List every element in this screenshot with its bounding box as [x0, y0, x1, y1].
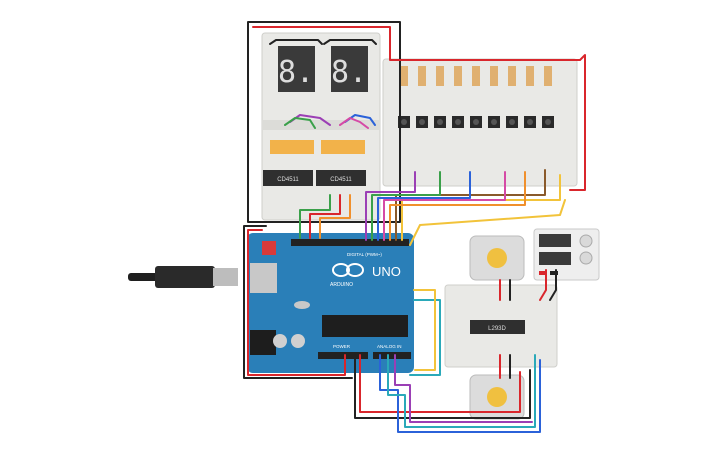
power-label: POWER — [333, 344, 351, 349]
resistor — [544, 66, 552, 86]
chip-l293d[interactable]: L293D — [470, 320, 525, 334]
button-cap — [509, 119, 515, 125]
resistor — [526, 66, 534, 86]
arduino-uno[interactable]: UNO ARDUINO DIGITAL (PWM~) POWER ANALOG … — [128, 233, 414, 373]
seven-segment-display-1[interactable]: 8. — [278, 46, 315, 92]
pull-down-resistors — [400, 66, 552, 86]
chip-2-label: CD4511 — [330, 177, 352, 183]
button-cap — [545, 119, 551, 125]
chip-3-label: L293D — [488, 326, 506, 332]
button-cap — [455, 119, 461, 125]
power-supply[interactable] — [533, 228, 600, 281]
chip-cd4511-2[interactable]: CD4511 — [316, 170, 366, 186]
resistor-array-left[interactable] — [270, 140, 314, 154]
button-cap — [419, 119, 425, 125]
chip-cd4511-1[interactable]: CD4511 — [263, 170, 313, 186]
usb-cable — [128, 266, 238, 288]
resistor — [490, 66, 498, 86]
chip-1-label: CD4511 — [277, 177, 299, 183]
arduino-logo-icon — [332, 263, 364, 277]
button-cap — [401, 119, 407, 125]
analog-label: ANALOG IN — [377, 344, 402, 349]
display-1-digit: 8. — [278, 55, 314, 90]
resistor — [454, 66, 462, 86]
push-buttons[interactable] — [398, 116, 554, 128]
wires — [243, 21, 586, 433]
resistor-array-right[interactable] — [321, 140, 365, 154]
resistor — [400, 66, 408, 86]
seven-segment-display-2[interactable]: 8. — [331, 46, 368, 92]
resistor — [508, 66, 516, 86]
dc-motor-top[interactable] — [469, 235, 525, 281]
display-2-digit: 8. — [331, 55, 367, 90]
button-cap — [473, 119, 479, 125]
button-cap — [437, 119, 443, 125]
digital-label: DIGITAL (PWM~) — [347, 252, 382, 257]
button-cap — [527, 119, 533, 125]
arduino-brand: ARDUINO — [330, 282, 353, 288]
resistor — [472, 66, 480, 86]
button-cap — [491, 119, 497, 125]
arduino-model: UNO — [372, 264, 401, 279]
resistor — [418, 66, 426, 86]
resistor — [436, 66, 444, 86]
